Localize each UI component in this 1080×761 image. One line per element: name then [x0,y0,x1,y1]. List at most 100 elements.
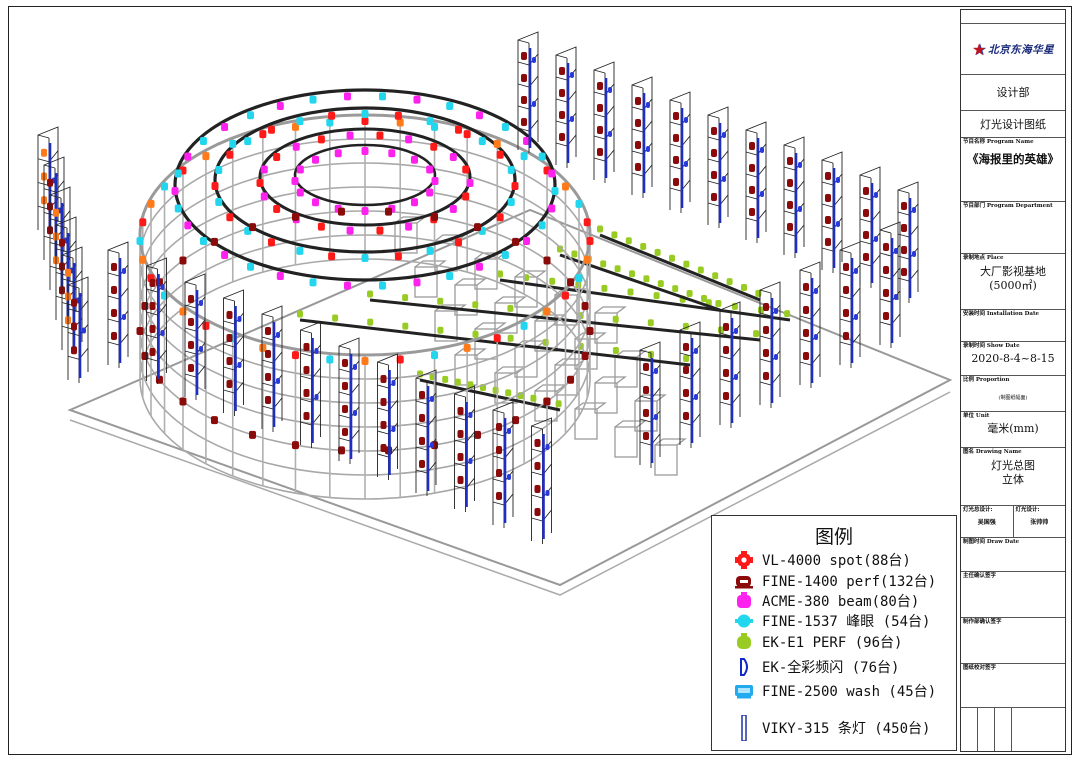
director-confirm-cell: 主任确认签字 [961,572,1065,618]
lighting-tower [859,166,881,288]
lighting-tower [799,261,821,388]
lighting-tower [593,61,615,183]
legend-label: EK-E1 PERF (96台) [762,635,903,651]
lighting-tower [879,221,901,348]
lighting-tower [261,305,283,432]
proportion-cell: 比例 Proportion (制图纸幅面) [961,376,1065,412]
drawing-check-label: 图纸校对签字 [963,665,997,671]
designers-cell: 灯光总设计: 吴国强 灯光设计: 张帅帅 [961,506,1065,538]
lighting-tower [223,289,244,416]
lighting-plot-drawing [37,31,953,596]
legend-item-viky315-bar: VIKY-315 条灯 (450台) [734,715,930,741]
lighting-tower [639,341,661,468]
director-confirm-label: 主任确认签字 [963,573,997,579]
unit-label: 单位 Unit [963,413,990,419]
legend-item-acme380-beam: ACME-380 beam(80台) [734,592,919,610]
legend-item-fine2500-wash: FINE-2500 wash (45台) [734,682,936,700]
proportion-label: 比例 Proportion [963,377,1010,383]
stage-floor-edge [69,391,951,596]
show-date-cell: 录制时间 Show Date 2020-8-4~8-15 [961,342,1065,376]
peak-eye-fixture-icon [734,612,754,630]
strobe-fixture-icon [734,658,754,676]
drawing-name-line1: 灯光总图 [991,459,1035,472]
legend-label: ACME-380 beam(80台) [762,594,920,610]
lighting-tower [146,257,167,384]
lighting-designer-cell: 灯光设计: 张帅帅 [1014,506,1066,537]
lighting-tower [759,281,781,408]
lighting-tower [669,91,691,213]
program-department-cell: 节目部门 Program Department [961,202,1065,254]
drawing-type: 灯光设计图纸 [980,118,1046,131]
legend-item-ek-e1-perf: EK-E1 PERF (96台) [734,633,902,651]
legend-item-fine1400-perf: FINE-1400 perf(132台) [734,572,936,590]
title-block: ★ 北京东海华星 设计部 灯光设计图纸 节目名称 Program Name 《海… [960,9,1066,752]
lighting-tower [821,151,843,273]
program-name: 《海报里的英雄》 [967,152,1059,166]
lighting-director-label: 灯光总设计: [963,507,993,513]
show-date: 2020-8-4~8-15 [971,352,1055,365]
lighting-tower [184,273,206,400]
program-department-label: 节目部门 Program Department [963,203,1053,209]
legend-label: FINE-1400 perf(132台) [762,574,937,590]
lighting-tower [415,369,437,496]
place-label: 录制地点 Place [963,255,1004,261]
lighting-tower [454,385,475,512]
production-confirm-label: 制作部确认签字 [963,619,1002,625]
drawing-type-cell: 灯光设计图纸 [961,111,1065,138]
lighting-tower [707,106,729,228]
installation-date-cell: 安装时间 Installation Date [961,310,1065,342]
ek-perf-fixture-icon [734,633,754,651]
circular-rig [136,88,594,500]
lighting-tower [492,401,514,528]
draw-date-cell: 制图时间 Draw Date [961,538,1065,572]
legend-item-ek-strobe: EK-全彩频闪 (76台) [734,658,899,676]
lighting-tower [531,417,552,544]
legend-label: FINE-2500 wash (45台) [762,684,937,700]
drawing-name-cell: 图名 Drawing Name 灯光总图 立体 [961,448,1065,506]
stage-floor-outline [67,208,953,587]
proportion: (制图纸幅面) [998,395,1028,401]
program-name-cell: 节目名称 Program Name 《海报里的英雄》 [961,138,1065,202]
lighting-tower [107,241,129,368]
lighting-tower [377,353,398,480]
lighting-tower [719,301,741,428]
legend-item-vl4000-spot: VL-4000 spot(88台) [734,551,911,569]
unit: 毫米(mm) [987,422,1039,435]
lighting-tower [897,181,919,303]
legend-label: VIKY-315 条灯 (450台) [762,721,931,737]
place-line1: 大厂影视基地 [980,265,1046,278]
department-cell: 设计部 [961,75,1065,111]
place-cell: 录制地点 Place 大厂影视基地 (5000㎡) [961,254,1065,310]
legend-item-fine1537-peak-eye: FINE-1537 峰眼 (54台) [734,612,930,630]
lighting-tower [839,241,861,368]
lighting-tower [338,337,360,464]
company-logo: ★ 北京东海华星 [961,24,1065,74]
bar-light-icon [734,715,754,741]
floor-truss-rows [297,225,791,412]
wash-fixture-icon [734,682,754,700]
lighting-towers [37,31,919,544]
lighting-designer: 张帅帅 [1030,519,1049,526]
lighting-director: 吴国强 [977,519,996,526]
lighting-tower [67,276,89,383]
lighting-tower [631,76,653,198]
lighting-tower [783,136,805,258]
company-logo-cell: ★ 北京东海华星 [961,24,1065,75]
program-name-label: 节目名称 Program Name [963,139,1034,145]
perf-fixture-icon [734,572,754,590]
lighting-tower [679,321,701,448]
legend-title: 图例 [814,526,853,548]
show-date-label: 录制时间 Show Date [963,343,1020,349]
spot-fixture-icon [734,551,754,569]
unit-cell: 单位 Unit 毫米(mm) [961,412,1065,448]
lighting-designer-label: 灯光设计: [1015,507,1040,513]
production-confirm-cell: 制作部确认签字 [961,618,1065,664]
lighting-director-cell: 灯光总设计: 吴国强 [961,506,1014,537]
lighting-tower [517,31,539,153]
drawing-name-label: 图名 Drawing Name [963,449,1022,455]
legend: 图例 VL-4000 spot(88台) FINE-1400 perf(132台… [711,515,957,751]
lighting-tower [745,121,767,243]
installation-date-label: 安装时间 Installation Date [963,311,1040,317]
legend-label: FINE-1537 峰眼 (54台) [762,614,931,630]
department: 设计部 [996,86,1030,99]
